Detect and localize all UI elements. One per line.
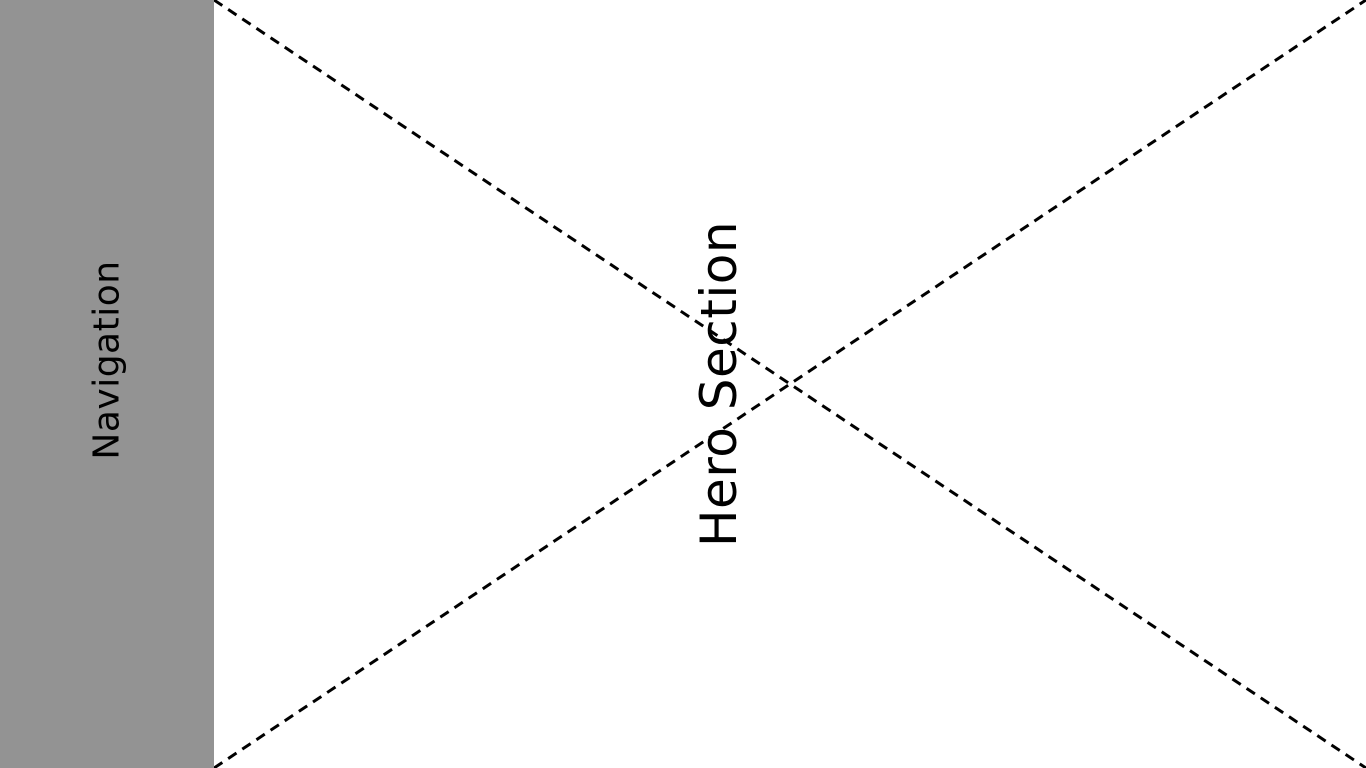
navigation-label: Navigation: [86, 260, 128, 460]
navigation-panel[interactable]: Navigation: [0, 0, 214, 768]
hero-diagonal-line-1: [214, 0, 1366, 768]
hero-placeholder-cross: [214, 0, 1366, 768]
hero-section: Hero Section: [214, 0, 1366, 768]
hero-section-label: Hero Section: [690, 220, 748, 548]
hero-diagonal-line-2: [214, 0, 1366, 768]
